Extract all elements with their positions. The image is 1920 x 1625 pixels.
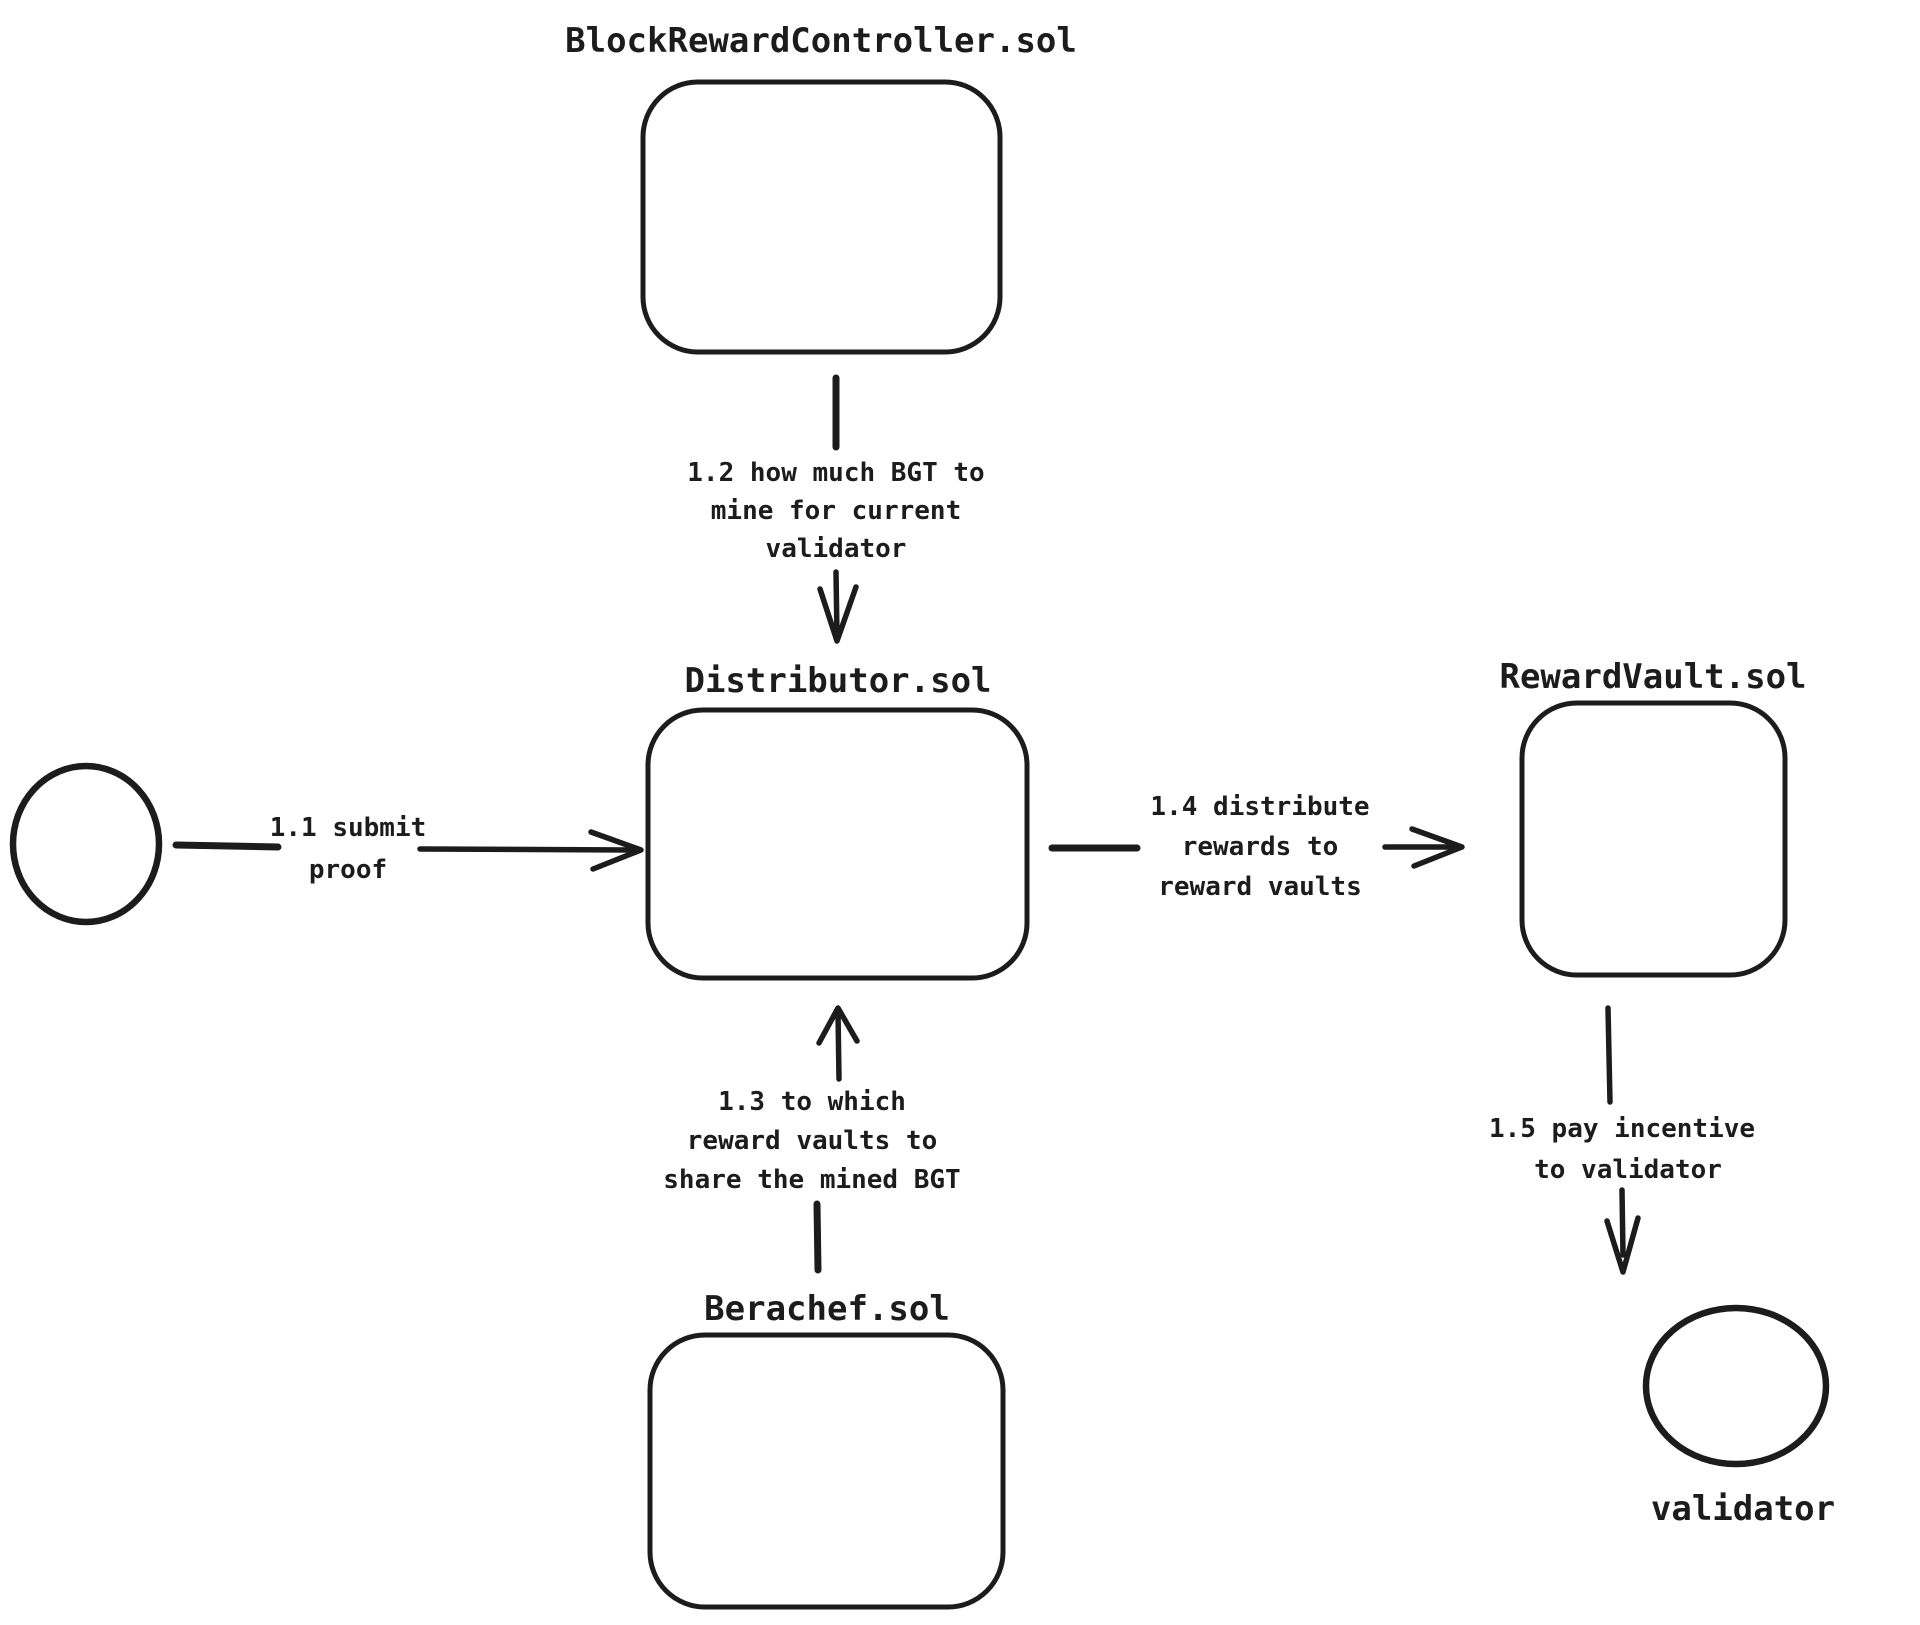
edge-1-3: 1.3 to which reward vaults to share the …: [663, 1005, 961, 1274]
node-block-reward-controller: BlockRewardController.sol: [565, 21, 1077, 355]
validator-circle: [1642, 1304, 1830, 1468]
edge-1-3-shaft-upper: [835, 1009, 842, 1082]
edge-1-3-label-line-3: share the mined BGT: [663, 1165, 960, 1195]
berachef-box: [647, 1332, 1006, 1610]
edge-1-3-label-line-2: reward vaults to: [687, 1126, 937, 1156]
edge-1-1-label-line-1: 1.1 submit: [270, 813, 427, 843]
validator-label: validator: [1651, 1489, 1835, 1529]
berachef-title: Berachef.sol: [704, 1289, 950, 1329]
edge-1-1-label-line-2: proof: [309, 855, 387, 885]
edge-1-3-label-line-1: 1.3 to which: [718, 1087, 906, 1117]
edge-1-5-shaft-end: [1619, 1187, 1626, 1258]
edge-1-1-arrowhead-right-icon: [588, 829, 644, 872]
node-reward-vault: RewardVault.sol: [1499, 657, 1807, 978]
reward-vault-title: RewardVault.sol: [1499, 657, 1806, 697]
edge-1-2-label-line-3: validator: [766, 534, 907, 564]
edge-1-1: 1.1 submit proof: [172, 813, 644, 885]
actor-circle: [9, 762, 163, 926]
node-berachef: Berachef.sol: [647, 1289, 1006, 1610]
edge-1-2-arrowhead-down-icon: [817, 584, 859, 644]
edge-1-3-shaft-lower: [813, 1200, 822, 1274]
edge-1-2: 1.2 how much BGT to mine for current val…: [687, 374, 985, 644]
edge-1-5-label-line-2: to validator: [1534, 1155, 1722, 1185]
edge-1-5-arrowhead-down-icon: [1604, 1215, 1641, 1275]
edge-1-2-label-line-2: mine for current: [711, 496, 961, 526]
edge-1-5: 1.5 pay incentive to validator: [1489, 1005, 1755, 1275]
node-validator: validator: [1642, 1304, 1835, 1529]
edge-1-1-shaft-end: [417, 846, 635, 853]
edge-1-3-arrowhead-up-icon: [816, 1005, 860, 1046]
edge-1-5-shaft-start: [1605, 1005, 1613, 1105]
distributor-box: [645, 707, 1030, 981]
block-reward-controller-title: BlockRewardController.sol: [565, 21, 1077, 61]
edge-1-5-label-line-1: 1.5 pay incentive: [1489, 1114, 1755, 1144]
edge-1-2-shaft-end: [833, 569, 840, 640]
node-distributor: Distributor.sol: [645, 661, 1030, 981]
edge-1-4-arrowhead-right-icon: [1409, 826, 1465, 869]
edge-1-4: 1.4 distribute rewards to reward vaults: [1048, 792, 1465, 902]
edge-1-4-label-line-3: reward vaults: [1158, 872, 1362, 902]
reward-vault-box: [1519, 700, 1788, 978]
block-reward-controller-box: [640, 79, 1003, 355]
edge-1-1-shaft-start: [172, 841, 282, 851]
edge-1-4-label-line-2: rewards to: [1182, 832, 1339, 862]
node-actor: [9, 762, 163, 926]
edge-1-2-label-line-1: 1.2 how much BGT to: [687, 458, 984, 488]
edge-1-4-label-line-1: 1.4 distribute: [1150, 792, 1369, 822]
distributor-title: Distributor.sol: [684, 661, 991, 701]
